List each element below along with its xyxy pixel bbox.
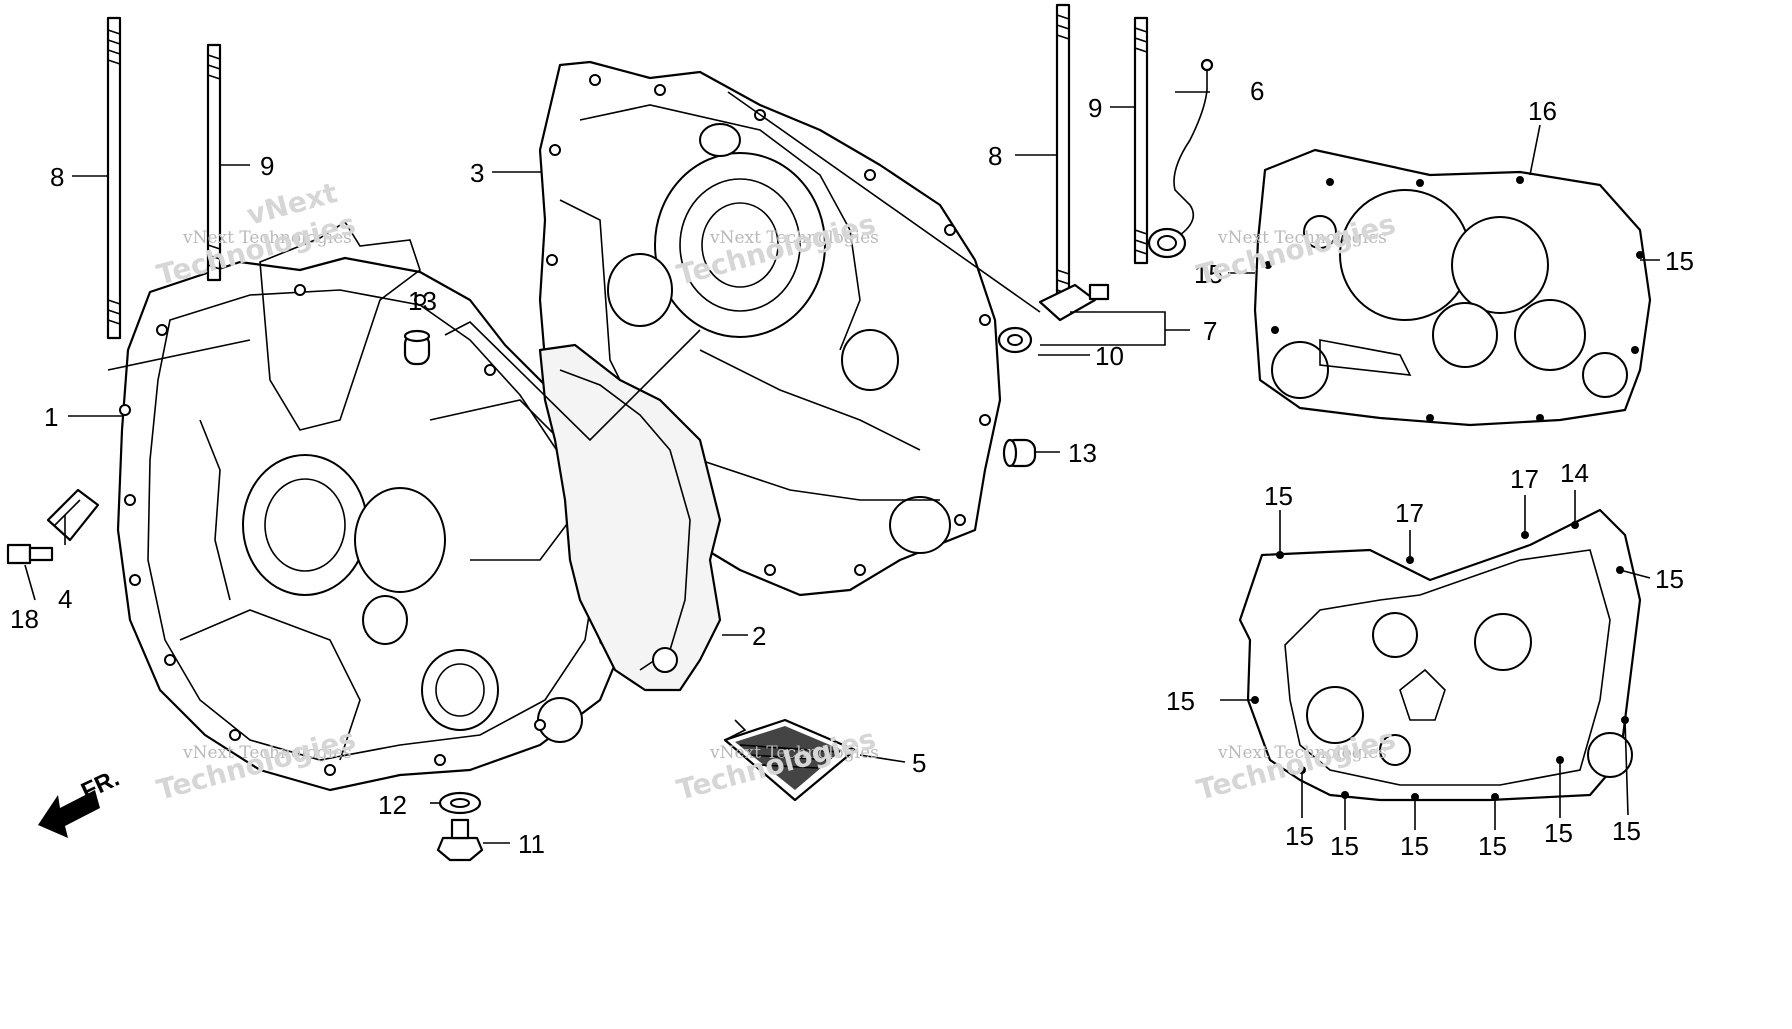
callouts: 8 9 1 4 18 3 13 2 5 12 11 8 9 6 7 10 13 … — [10, 76, 1694, 861]
front-direction-arrow: FR. — [38, 765, 124, 838]
bolt-holes-right-case — [546, 74, 991, 576]
oil-strainer — [723, 718, 857, 802]
callout-15-c: 15 — [1264, 481, 1293, 511]
leader-lines — [24, 91, 1660, 844]
callout-4: 4 — [58, 584, 72, 614]
callout-15-j: 15 — [1544, 818, 1573, 848]
sender-wire-6 — [1147, 58, 1214, 259]
stud-bolt-left-8 — [106, 16, 122, 340]
callout-16: 16 — [1528, 96, 1557, 126]
callout-15-i: 15 — [1478, 831, 1507, 861]
left-crankcase — [116, 256, 642, 792]
callout-15-k: 15 — [1612, 816, 1641, 846]
callout-18: 18 — [10, 604, 39, 634]
callout-9-right: 9 — [1088, 93, 1102, 123]
upper-gasket-left — [259, 220, 421, 431]
switch-body-7 — [1038, 283, 1110, 322]
center-gasket — [538, 343, 722, 692]
dowel-pin-13-right — [1002, 438, 1037, 468]
watermark-text: vNext Technologies — [709, 228, 879, 248]
callout-15-d: 15 — [1655, 564, 1684, 594]
stud-bolt-right-9 — [1133, 16, 1149, 265]
right-cover-gasket — [1253, 148, 1652, 427]
callout-17-b: 17 — [1510, 464, 1539, 494]
callout-15-e: 15 — [1166, 686, 1195, 716]
callout-14: 14 — [1560, 458, 1589, 488]
callout-7: 7 — [1203, 316, 1217, 346]
callout-9-left: 9 — [260, 151, 274, 181]
callout-11: 11 — [518, 829, 545, 859]
callout-5: 5 — [912, 748, 926, 778]
bolt-holes-right-gasket — [1264, 176, 1644, 422]
watermark-text: vNext Technologies — [709, 743, 879, 763]
callout-15-g: 15 — [1330, 831, 1359, 861]
callout-3: 3 — [470, 158, 484, 188]
watermark-text: vNext Technologies — [1217, 743, 1387, 763]
callout-2: 2 — [752, 621, 766, 651]
watermark-text: vNext Technologies — [182, 743, 352, 763]
washer-12 — [438, 791, 482, 815]
dowel-pin-13-left — [403, 329, 431, 366]
watermark-text: vNext Technologies — [1217, 228, 1387, 248]
callout-15-f: 15 — [1285, 821, 1314, 851]
callout-17-a: 17 — [1395, 498, 1424, 528]
bolt-18 — [6, 543, 54, 565]
callout-1: 1 — [44, 402, 58, 432]
callout-8-left: 8 — [50, 162, 64, 192]
callout-8-right: 8 — [988, 141, 1002, 171]
oil-cap-4 — [46, 488, 100, 542]
callout-15-h: 15 — [1400, 831, 1429, 861]
callout-13-right: 13 — [1068, 438, 1097, 468]
neutral-switch-10 — [997, 326, 1033, 354]
drain-bolt-11 — [436, 818, 484, 862]
callout-13-left: 13 — [408, 286, 437, 316]
stud-bolt-left-9 — [206, 43, 222, 282]
watermark-text: vNext Technologies — [182, 228, 352, 248]
callout-6: 6 — [1250, 76, 1264, 106]
stud-bolt-right-8 — [1055, 3, 1071, 312]
callout-10: 10 — [1095, 341, 1124, 371]
callout-12: 12 — [378, 790, 407, 820]
callout-15-b: 15 — [1665, 246, 1694, 276]
callout-15-a: 15 — [1194, 259, 1223, 289]
